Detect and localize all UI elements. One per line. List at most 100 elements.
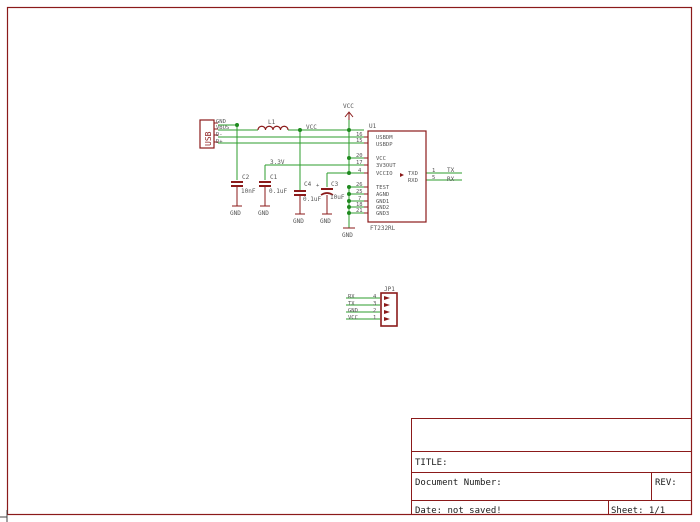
ic-part: FT232RL [370, 225, 396, 232]
drawing-frame [6, 6, 693, 516]
pin-number: 4 [358, 168, 362, 174]
net-label-3v3: 3.3V [270, 159, 285, 166]
usb-connector[interactable]: USB GND VBUS D- D+ [199, 119, 229, 149]
pin-number: 25 [356, 189, 363, 195]
capacitor-c2[interactable]: C2 10nF GND [230, 174, 256, 217]
junction [347, 192, 351, 196]
gnd-label: GND [293, 218, 304, 225]
cap-ref: C1 [270, 174, 278, 181]
capacitor-c1[interactable]: C1 0.1uF GND [258, 174, 287, 217]
junction [235, 123, 239, 127]
title-block [411, 418, 692, 515]
junction [298, 128, 302, 132]
pin-number: 21 [356, 208, 363, 214]
usb-pin-dminus: D- [216, 132, 223, 138]
pin-name: 3V3OUT [376, 163, 397, 169]
cap-value: 10uF [330, 194, 345, 201]
document-number-label: Document Number: [415, 478, 502, 488]
net-label-vcc: VCC [306, 124, 317, 131]
header-pin-icon [384, 296, 390, 300]
junction [347, 205, 351, 209]
capacitor-c4[interactable]: C4 0.1uF GND [293, 181, 321, 225]
ic-body [367, 130, 427, 223]
pin-number: 5 [432, 175, 435, 181]
title-label: TITLE: [415, 458, 448, 468]
pin-direction-arrow-icon [400, 173, 404, 177]
junctions [235, 123, 351, 215]
cap-curved-plate [320, 192, 334, 196]
cap-value: 0.1uF [303, 196, 321, 203]
header-net-label: VCC [348, 315, 358, 321]
ic-ref: U1 [369, 123, 377, 130]
usb-label: USB [204, 131, 213, 146]
vcc-port-label: VCC [343, 103, 354, 110]
cap-value: 10nF [241, 188, 256, 195]
header-pin-number: 4 [373, 294, 377, 300]
junction [347, 185, 351, 189]
cap-ref: C4 [304, 181, 312, 188]
gnd-label: GND [342, 232, 353, 239]
inductor-ref: L1 [268, 119, 276, 126]
date-label: Date: not saved! [415, 506, 502, 516]
capacitor-c3[interactable]: + C3 10uF GND [316, 181, 345, 225]
header-pin-icon [384, 310, 390, 314]
header-pin-number: 3 [373, 301, 376, 307]
header-body [380, 292, 398, 327]
usb-pin-vbus: VBUS [216, 125, 229, 131]
pin-name: VCC [376, 156, 386, 162]
sheet-label: Sheet: 1/1 [611, 506, 665, 516]
header-net-label: GND [348, 308, 358, 314]
pin-name: VCCIO [376, 171, 393, 177]
junction [347, 211, 351, 215]
gnd-label: GND [320, 218, 331, 225]
pin-number: 26 [356, 182, 363, 188]
pin-name: GND3 [376, 211, 389, 217]
gnd-label: GND [230, 210, 241, 217]
pin-number: 17 [356, 160, 363, 166]
gnd-label: GND [258, 210, 269, 217]
revision-label: REV: [655, 478, 677, 488]
junction [347, 128, 351, 132]
usb-pin-gnd: GND [216, 119, 226, 125]
cap-ref: C2 [242, 174, 250, 181]
net-label-tx: TX [447, 167, 455, 174]
pin-number: 1 [432, 168, 435, 174]
pin-number: 18 [356, 202, 363, 208]
header-pin-icon [384, 303, 390, 307]
inductor-coil [257, 125, 289, 131]
vcc-supply-port: VCC [343, 103, 354, 120]
net-label-rx: RX [447, 176, 455, 183]
pin-name: RXD [408, 178, 418, 184]
header-pin-number: 1 [373, 315, 376, 321]
header-pin-number: 2 [373, 308, 376, 314]
header-pin-icon [384, 317, 390, 321]
header-net-label: RX [348, 294, 355, 300]
usb-body [199, 119, 215, 149]
inductor-l1[interactable]: L1 [257, 119, 289, 131]
usb-pin-dplus: D+ [216, 139, 223, 145]
pin-number: 20 [356, 153, 363, 159]
cap-ref: C3 [331, 181, 339, 188]
pin-name: GND2 [376, 205, 389, 211]
polarity-plus-icon: + [316, 183, 320, 189]
ic-u1[interactable]: U1 FT232RL 16 15 20 17 4 26 25 7 18 21 U… [342, 123, 435, 239]
junction [347, 199, 351, 203]
header-jp1[interactable]: JP1 4 3 2 1 RX TX GND VCC [348, 286, 398, 327]
pin-name: USBDM [376, 135, 393, 141]
pin-name: USBDP [376, 142, 393, 148]
header-net-label: TX [348, 301, 355, 307]
pin-name: AGND [376, 192, 389, 198]
cap-value: 0.1uF [269, 188, 287, 195]
pin-number: 15 [356, 138, 363, 144]
pin-name: TEST [376, 185, 390, 191]
wires [218, 118, 462, 320]
title-block-frame [411, 418, 692, 515]
junction [347, 171, 351, 175]
pin-name: TXD [408, 171, 418, 177]
pin-number: 7 [358, 196, 361, 202]
pin-number: 16 [356, 132, 363, 138]
pin-name: GND1 [376, 199, 389, 205]
junction [347, 156, 351, 160]
header-ref: JP1 [384, 286, 395, 293]
